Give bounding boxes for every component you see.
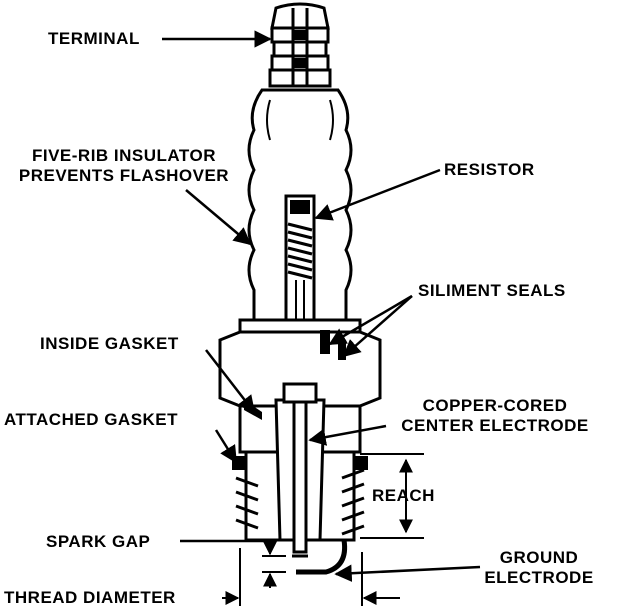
label-insulator-line1: FIVE-RIB INSULATOR	[31, 146, 217, 165]
siliment-leader-a	[328, 294, 413, 346]
spark-gap-dimension	[262, 540, 286, 588]
label-siliment-seals: SILIMENT SEALS	[418, 281, 566, 300]
label-thread-diameter: THREAD DIAMETER	[4, 588, 176, 607]
label-copper-cored-electrode: COPPER-CORED CENTER ELECTRODE	[386, 396, 604, 436]
label-copper-line2: CENTER ELECTRODE	[401, 416, 589, 435]
ground-leader	[334, 564, 481, 582]
resistor-spring	[287, 222, 313, 280]
label-ground-electrode: GROUND ELECTRODE	[474, 548, 604, 588]
copper-leader	[308, 424, 387, 446]
label-spark-gap: SPARK GAP	[46, 532, 151, 551]
inside-gasket-leader	[205, 349, 256, 414]
label-five-rib-insulator: FIVE-RIB INSULATOR PREVENTS FLASHOVER	[2, 146, 246, 186]
center-electrode	[292, 400, 308, 554]
ground-electrode	[292, 539, 348, 575]
attached-gasket-leader	[214, 429, 238, 464]
siliment-leader-b	[342, 295, 413, 358]
thread-teeth	[235, 468, 365, 536]
label-resistor: RESISTOR	[444, 160, 535, 179]
label-attached-gasket: ATTACHED GASKET	[4, 410, 179, 429]
label-terminal: TERMINAL	[48, 29, 140, 48]
terminal-part	[268, 2, 332, 88]
label-inside-gasket: INSIDE GASKET	[40, 334, 179, 353]
label-copper-line1: COPPER-CORED	[422, 396, 568, 415]
insulator-leader	[185, 189, 252, 246]
label-insulator-line2: PREVENTS FLASHOVER	[18, 166, 230, 185]
resistor-leader	[314, 168, 441, 221]
siliment-seal-marks	[320, 330, 346, 360]
label-ground-line1: GROUND	[499, 548, 579, 567]
thread-diameter-dimension	[222, 548, 400, 606]
label-ground-line2: ELECTRODE	[484, 568, 594, 587]
label-reach: REACH	[372, 486, 435, 505]
reach-dimension	[360, 453, 424, 539]
leader-lines	[162, 30, 481, 582]
